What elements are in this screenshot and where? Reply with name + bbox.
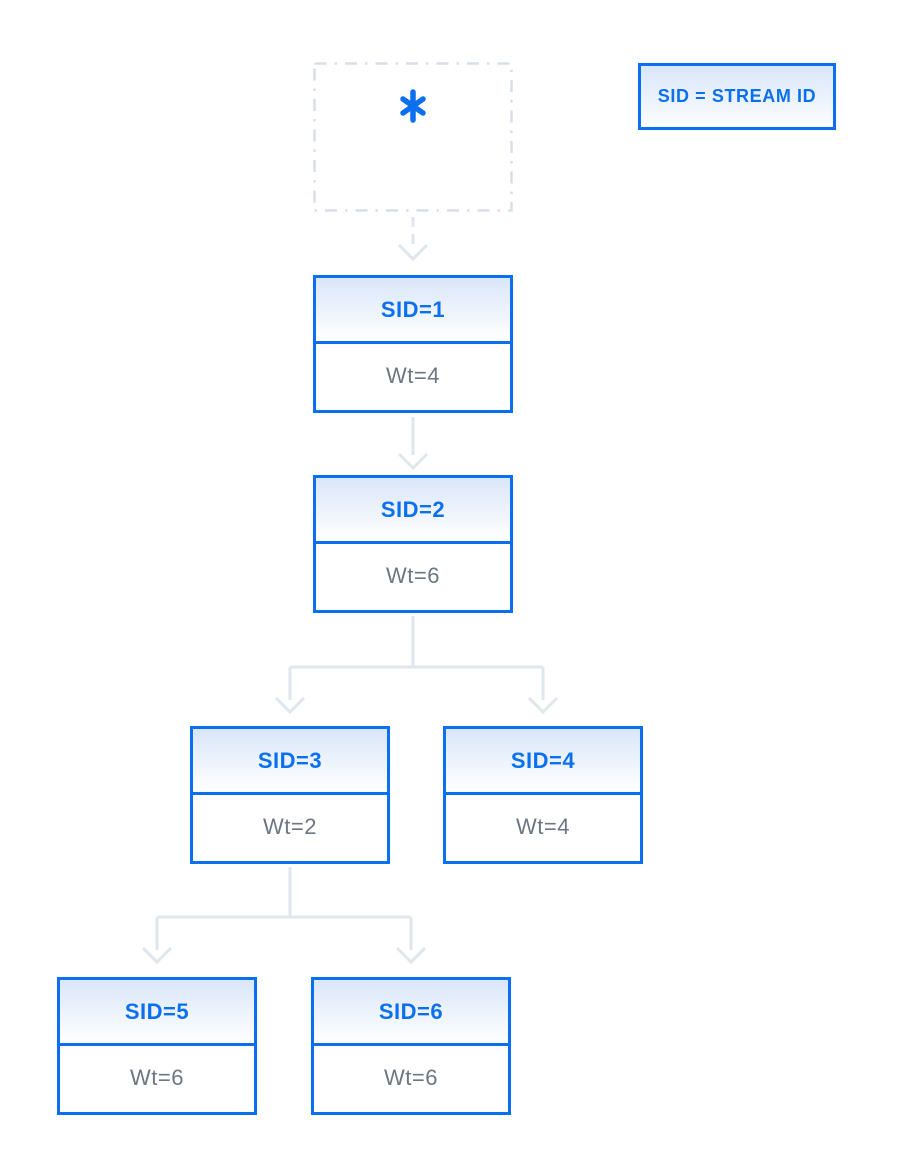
- stream-node-header: SID=6: [314, 980, 508, 1046]
- stream-node-body: Wt=6: [314, 1046, 508, 1109]
- stream-node-body: Wt=6: [60, 1046, 254, 1109]
- weight-label: Wt=4: [516, 813, 570, 839]
- stream-node-body: Wt=4: [316, 344, 510, 407]
- stream-node-body: Wt=4: [446, 795, 640, 858]
- asterisk-icon: [400, 89, 426, 123]
- stream-node-body: Wt=6: [316, 544, 510, 607]
- legend-label: SID = STREAM ID: [657, 86, 817, 106]
- stream-node-sid3: SID=3 Wt=2: [190, 726, 390, 864]
- root-node: [313, 62, 513, 212]
- stream-id-label: SID=5: [124, 998, 190, 1024]
- weight-label: Wt=4: [386, 362, 440, 388]
- connector-root-to-sid1: [397, 217, 429, 262]
- weight-label: Wt=6: [130, 1064, 184, 1090]
- stream-node-sid5: SID=5 Wt=6: [57, 977, 257, 1115]
- stream-node-sid4: SID=4 Wt=4: [443, 726, 643, 864]
- stream-node-body: Wt=2: [193, 795, 387, 858]
- stream-node-header: SID=5: [60, 980, 254, 1046]
- legend-box: SID = STREAM ID: [638, 63, 836, 130]
- weight-label: Wt=6: [386, 562, 440, 588]
- root-symbol: [313, 86, 513, 126]
- connector-sid1-to-sid2: [397, 417, 429, 471]
- stream-id-label: SID=4: [510, 747, 576, 773]
- stream-id-label: SID=6: [378, 998, 444, 1024]
- weight-label: Wt=2: [263, 813, 317, 839]
- stream-id-label: SID=2: [380, 496, 446, 522]
- stream-node-sid1: SID=1 Wt=4: [313, 275, 513, 413]
- stream-node-header: SID=1: [316, 278, 510, 344]
- stream-id-label: SID=3: [257, 747, 323, 773]
- stream-node-header: SID=3: [193, 729, 387, 795]
- stream-node-sid2: SID=2 Wt=6: [313, 475, 513, 613]
- weight-label: Wt=6: [384, 1064, 438, 1090]
- connector-sid2-to-children: [274, 616, 559, 715]
- connector-sid3-to-children: [141, 867, 427, 965]
- root-node-dashed-border: [313, 62, 513, 212]
- stream-node-header: SID=2: [316, 478, 510, 544]
- stream-node-header: SID=4: [446, 729, 640, 795]
- stream-node-sid6: SID=6 Wt=6: [311, 977, 511, 1115]
- stream-id-label: SID=1: [380, 296, 446, 322]
